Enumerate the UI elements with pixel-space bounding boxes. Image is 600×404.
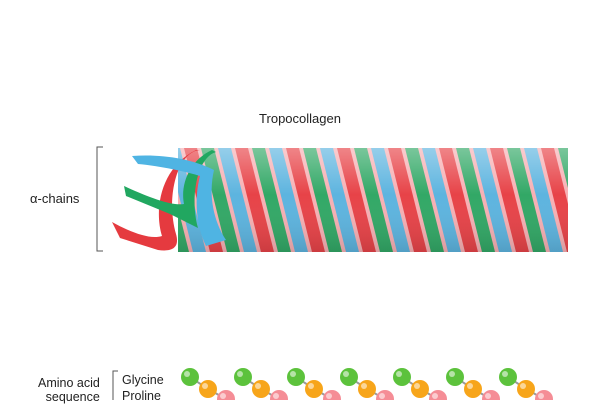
blue-strand-end	[132, 155, 226, 246]
proline-ball	[411, 380, 429, 398]
proline-label: Proline	[122, 389, 161, 403]
glycine-ball	[393, 368, 411, 386]
proline-ball	[199, 380, 217, 398]
amino-acid-bracket	[112, 370, 118, 400]
amino-acid-label-line2: sequence	[45, 390, 100, 404]
proline-ball	[305, 380, 323, 398]
glycine-ball	[234, 368, 252, 386]
glycine-ball	[499, 368, 517, 386]
residue-ball	[270, 390, 288, 400]
tropocollagen-title: Tropocollagen	[259, 111, 341, 126]
unwound-strand-ends	[112, 150, 226, 251]
glycine-label: Glycine	[122, 373, 164, 387]
proline-ball	[517, 380, 535, 398]
proline-ball	[464, 380, 482, 398]
glycine-ball	[287, 368, 305, 386]
residue-ball	[376, 390, 394, 400]
alpha-chains-label: α-chains	[30, 191, 80, 206]
blue-strand-band	[575, 148, 600, 252]
residue-ball	[429, 390, 447, 400]
residue-ball	[482, 390, 500, 400]
amino-acid-chain	[181, 368, 553, 400]
glycine-ball	[446, 368, 464, 386]
residue-ball	[535, 390, 553, 400]
residue-ball	[323, 390, 341, 400]
residue-ball	[217, 390, 235, 400]
red-strand-band	[592, 148, 600, 252]
amino-acid-label-line1: Amino acid	[38, 376, 100, 390]
alpha-chains-bracket	[96, 146, 103, 252]
glycine-ball	[340, 368, 358, 386]
proline-ball	[252, 380, 270, 398]
proline-ball	[358, 380, 376, 398]
glycine-ball	[181, 368, 199, 386]
